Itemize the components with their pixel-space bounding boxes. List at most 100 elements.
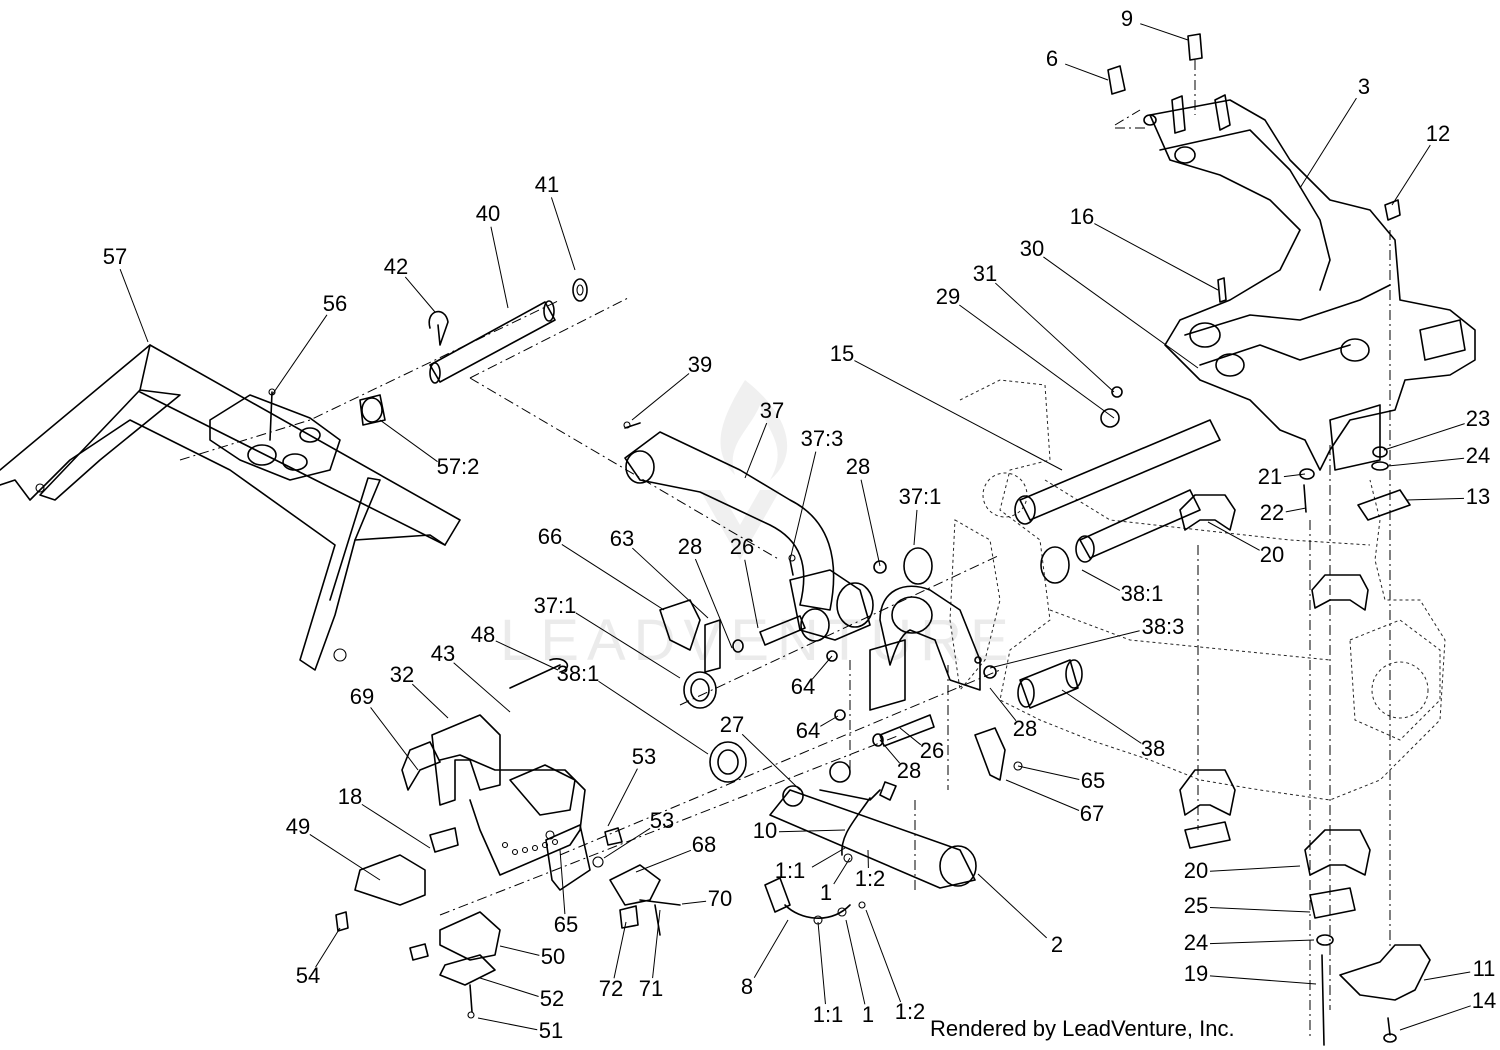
leader-c26a [744, 559, 759, 629]
leader-c24a [1387, 457, 1465, 467]
leader-c10 [778, 829, 846, 833]
callout-label-c1a: 1 [820, 880, 832, 905]
leader-c38-1b [1081, 569, 1121, 591]
leader-c37-3 [789, 451, 817, 561]
leader-c31 [995, 282, 1115, 393]
leader-c57 [119, 268, 149, 343]
callout-label-c41: 41 [535, 172, 559, 197]
callout-label-c68: 68 [692, 832, 716, 857]
leader-c37 [744, 422, 768, 479]
callout-label-c50: 50 [541, 944, 565, 969]
callout-label-c57: 57 [103, 244, 127, 269]
leader-c20b [1209, 865, 1301, 872]
callout-label-c38-1a: 38:1 [557, 661, 600, 686]
callout-label-c43: 43 [431, 641, 455, 666]
callout-label-c19: 19 [1184, 961, 1208, 986]
callout-label-c26a: 26 [730, 534, 754, 559]
callout-label-c1-2b: 1:2 [895, 999, 926, 1024]
callout-label-c8: 8 [741, 974, 753, 999]
callout-label-c66: 66 [538, 524, 562, 549]
leader-c3 [1299, 97, 1357, 189]
leader-c12 [1391, 144, 1431, 206]
rear-frame [0, 344, 461, 671]
leader-c6 [1065, 63, 1109, 81]
callout-label-c54: 54 [296, 963, 320, 988]
callout-label-c30: 30 [1020, 236, 1044, 261]
pivot-pin-group [268, 278, 588, 441]
callout-label-c1-1b: 1:1 [813, 1002, 844, 1027]
leader-c38 [1061, 689, 1142, 744]
callout-label-c24a: 24 [1466, 443, 1490, 468]
callout-label-c28a: 28 [846, 454, 870, 479]
callout-label-c65a: 65 [1081, 768, 1105, 793]
callout-label-c1-1a: 1:1 [775, 858, 806, 883]
callout-label-c1-2a: 1:2 [855, 866, 886, 891]
callout-label-c42: 42 [384, 254, 408, 279]
leader-c27 [741, 733, 801, 791]
leader-c1-2b [865, 909, 902, 1003]
leader-c40 [490, 226, 509, 309]
callout-label-c14: 14 [1472, 988, 1496, 1013]
leader-c52 [479, 977, 539, 997]
leader-c37-1a [913, 509, 918, 546]
front-brackets [335, 658, 586, 1019]
callout-label-c18: 18 [338, 784, 362, 809]
leader-c1-1b [817, 921, 826, 1005]
leader-c22 [1285, 507, 1307, 513]
callout-label-c1b: 1 [862, 1002, 874, 1027]
bracket-holes [501, 838, 559, 856]
leader-c51 [477, 1017, 538, 1031]
leader-c72 [613, 921, 627, 979]
leader-c65a [1017, 765, 1080, 780]
leader-c41 [550, 197, 576, 271]
leader-c13 [1405, 497, 1465, 501]
callout-label-c37-1b: 37:1 [534, 593, 577, 618]
leader-c70 [681, 900, 707, 905]
leader-c25 [1209, 907, 1311, 913]
callout-label-c29: 29 [936, 284, 960, 309]
leader-c28d [879, 739, 900, 764]
leader-c11 [1423, 971, 1471, 981]
leader-c54 [315, 927, 341, 968]
callout-label-c40: 40 [476, 201, 500, 226]
callout-label-c64a: 64 [791, 674, 815, 699]
callout-label-c24b: 24 [1184, 930, 1208, 955]
credit-text: Rendered by LeadVenture, Inc. [930, 1016, 1235, 1041]
callout-label-c10: 10 [753, 818, 777, 843]
callout-label-c37: 37 [760, 398, 784, 423]
watermark: LEADVENTURE [500, 380, 1009, 673]
leader-c43 [453, 662, 511, 713]
callout-label-c2: 2 [1051, 932, 1063, 957]
assembly-lines [179, 60, 1391, 1040]
callout-label-c21: 21 [1258, 464, 1282, 489]
callout-label-c51: 51 [539, 1018, 563, 1043]
valve-frame [1100, 33, 1476, 471]
callout-label-c28c: 28 [1013, 716, 1037, 741]
callout-label-c71: 71 [639, 976, 663, 1001]
leader-c26b [899, 727, 922, 746]
leader-c2 [977, 873, 1047, 939]
leader-c21 [1283, 473, 1306, 478]
leader-c28c [989, 687, 1017, 722]
leader-c32 [411, 683, 449, 719]
callout-label-c25: 25 [1184, 893, 1208, 918]
leader-c24b [1209, 939, 1315, 945]
callout-label-c48: 48 [471, 622, 495, 647]
callout-label-c49: 49 [286, 814, 310, 839]
callout-label-c16: 16 [1070, 204, 1094, 229]
leader-c64a [812, 655, 833, 680]
callout-label-c28d: 28 [897, 758, 921, 783]
leader-c66 [561, 543, 665, 611]
leader-c19 [1209, 975, 1317, 985]
leader-c30 [1043, 256, 1199, 369]
callout-label-c70: 70 [708, 886, 732, 911]
latch-group [545, 824, 681, 936]
callout-label-c38-3: 38:3 [1142, 614, 1185, 639]
leader-c38-3 [989, 630, 1140, 669]
callout-label-c27: 27 [720, 712, 744, 737]
callout-label-c9: 9 [1121, 6, 1133, 31]
mount-clamps [1179, 446, 1431, 1046]
callout-label-c65b: 65 [554, 912, 578, 937]
callout-label-c38: 38 [1141, 736, 1165, 761]
callout-label-c52: 52 [540, 986, 564, 1011]
